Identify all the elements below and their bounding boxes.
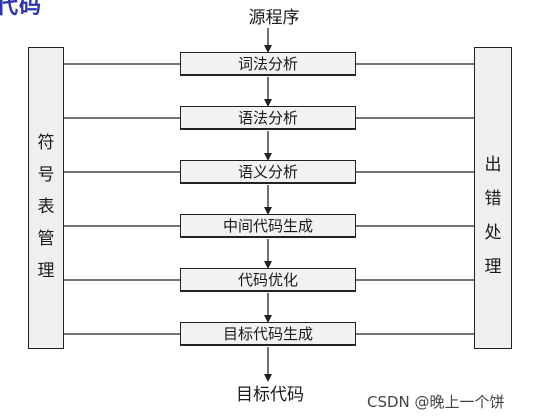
error-handling-char: 出 [484,155,502,175]
symbol-table-char: 管 [37,229,55,249]
error-handling-char: 处 [484,223,502,243]
error-handling-char: 错 [484,189,502,209]
error-handling-char: 理 [484,257,502,277]
phase-lexical-analysis: 词法分析 [180,52,356,76]
phase-target-code-generation: 目标代码生成 [180,322,356,346]
symbol-table-char: 符 [37,133,55,153]
phase-semantic-analysis: 语义分析 [180,160,356,184]
phase-intermediate-code-generation: 中间代码生成 [180,214,356,238]
connectors [64,28,474,382]
phase-syntax-analysis: 语法分析 [180,106,356,130]
partial-title: 代码 [0,0,43,19]
error-handling-panel: 出 错 处 理 [474,47,512,349]
symbol-table-panel: 符 号 表 管 理 [28,47,64,349]
source-program-label: 源程序 [248,8,300,28]
symbol-table-char: 理 [37,261,55,281]
symbol-table-char: 表 [37,197,55,217]
target-code-label: 目标代码 [236,385,304,405]
phase-code-optimization: 代码优化 [180,268,356,292]
symbol-table-char: 号 [37,165,55,185]
watermark: CSDN @晚上一个饼 [367,393,505,411]
